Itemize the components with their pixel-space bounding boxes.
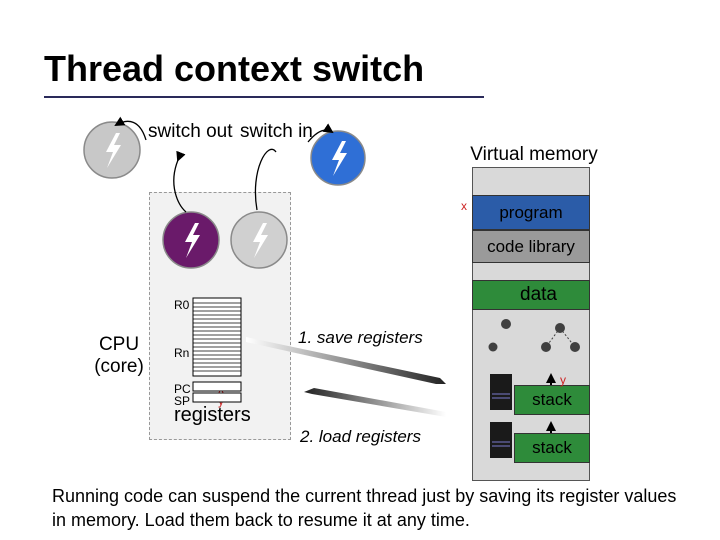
program-segment: program	[472, 195, 590, 230]
x-marker: x	[461, 199, 467, 213]
lightning-thread-icon	[83, 121, 141, 179]
page-title: Thread context switch	[44, 48, 425, 89]
switch-out-arc	[173, 150, 187, 213]
lightning-thread-icon	[230, 211, 288, 269]
title-underline	[44, 96, 484, 98]
y-marker: y	[560, 373, 566, 387]
save-registers-label: 1. save registers	[298, 328, 423, 347]
saved-registers-block-2	[490, 422, 512, 458]
stack-label-1: stack	[532, 390, 572, 409]
stack-label-2: stack	[532, 438, 572, 457]
register-sp-label: SP	[174, 394, 191, 408]
switch-out-arc-top	[114, 116, 147, 141]
data-segment: data	[472, 280, 590, 310]
register-file	[192, 297, 242, 403]
registers-label: registers	[174, 404, 251, 426]
data-dots	[488, 319, 580, 352]
cpu-label: CPU (core)	[94, 334, 144, 377]
switch-in-arc	[254, 148, 277, 211]
code-library-segment: code library	[472, 230, 590, 263]
switch-out-label: switch out	[148, 121, 233, 142]
stack-segment-2: stack	[514, 433, 590, 463]
load-registers-arrow	[304, 388, 446, 417]
save-registers-arrow	[246, 337, 446, 384]
switch-in-arc-top	[307, 123, 334, 143]
virtual-memory-label: Virtual memory	[470, 144, 598, 165]
switch-in-label: switch in	[240, 121, 313, 142]
data-label: data	[520, 284, 557, 305]
code-library-label: code library	[487, 236, 575, 256]
stack-segment-1: stack	[514, 385, 590, 415]
program-label: program	[499, 202, 563, 222]
register-pc-label: PC	[174, 382, 191, 396]
lightning-thread-icon	[162, 211, 220, 269]
register-r0-label: R0	[174, 298, 190, 312]
load-registers-label: 2. load registers	[300, 427, 421, 446]
saved-registers-block-1	[490, 374, 512, 410]
caption: Running code can suspend the current thr…	[52, 486, 677, 530]
lightning-thread-icon	[310, 130, 366, 186]
register-rn-label: Rn	[174, 346, 190, 360]
